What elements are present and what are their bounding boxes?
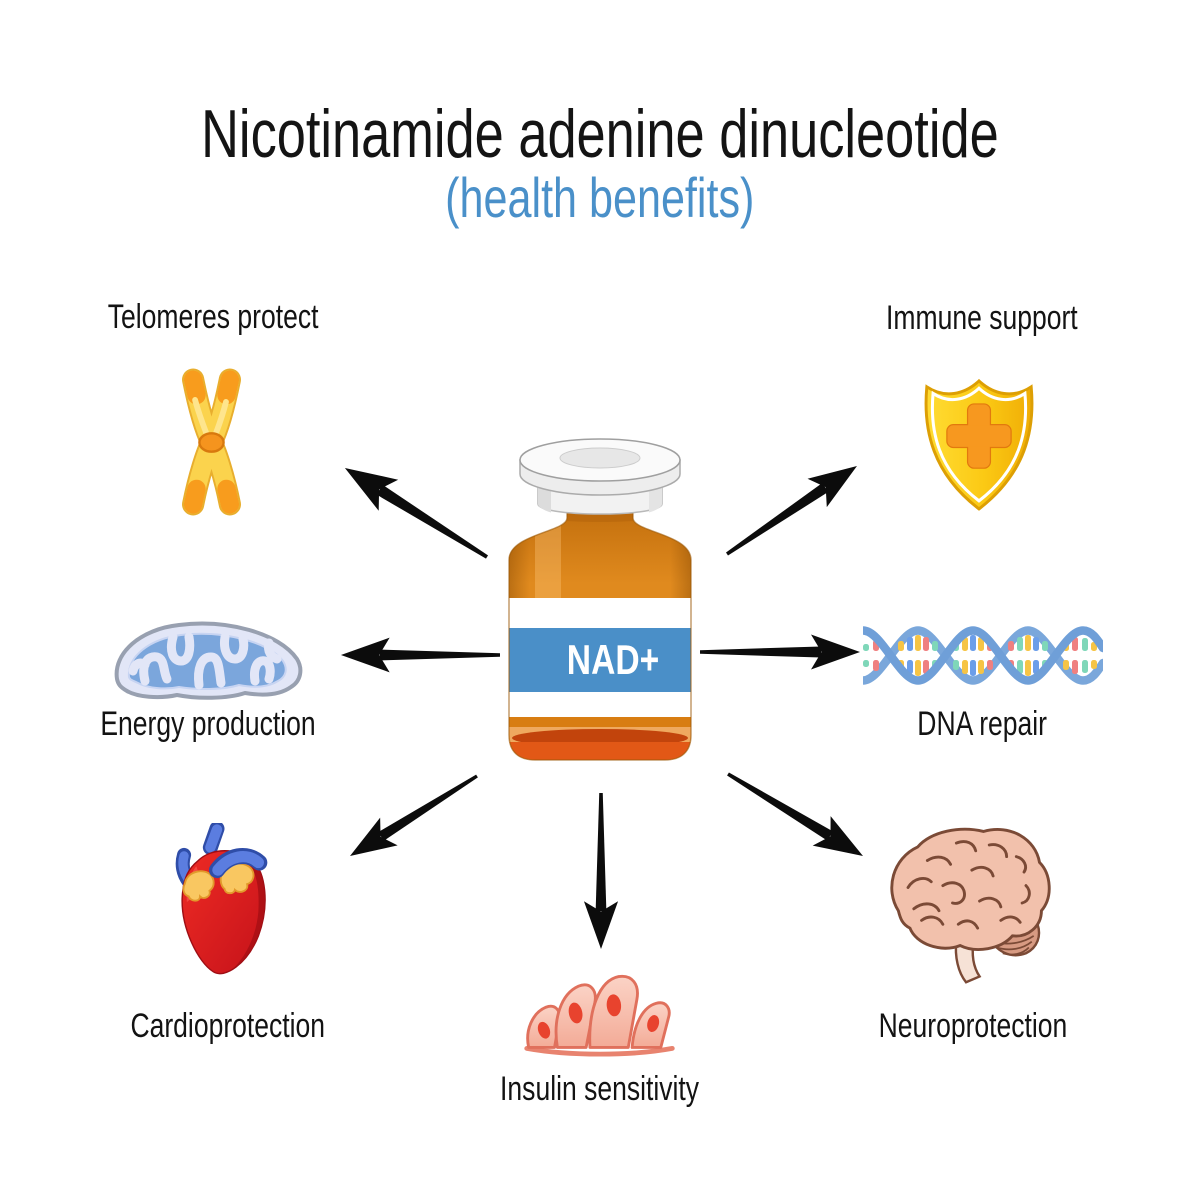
benefit-label-dna: DNA repair — [917, 705, 1047, 743]
arrow-upper-left — [335, 452, 497, 573]
benefit-label-cardio: Cardioprotection — [130, 1007, 326, 1045]
brain-icon — [890, 827, 1051, 984]
cerebrum — [890, 827, 1051, 951]
page-subtitle: (health benefits) — [0, 168, 1200, 228]
dna-helix-icon — [863, 626, 1103, 685]
nad-vial-illustration: NAD+ — [508, 438, 692, 761]
arrow-lower-right — [719, 759, 872, 871]
arrow-down — [583, 793, 619, 949]
benefit-label-energy: Energy production — [100, 705, 316, 743]
pancreatic-islet-icon — [524, 974, 675, 1057]
shield-cross-icon — [924, 378, 1034, 511]
page-subtitle-text: (health benefits) — [445, 166, 755, 229]
arrow-lower-left — [341, 762, 486, 870]
vial-cap — [519, 438, 681, 515]
vial-label-band — [509, 628, 691, 692]
arrow-right — [700, 634, 860, 670]
chromosome-icon — [182, 368, 241, 516]
page-title: Nicotinamide adenine dinucleotide — [0, 98, 1200, 170]
benefit-label-immune: Immune support — [886, 299, 1078, 337]
benefit-label-insulin: Insulin sensitivity — [500, 1070, 700, 1108]
benefit-label-telomeres: Telomeres protect — [107, 298, 319, 336]
vial-label: NAD+ — [567, 638, 659, 684]
benefit-label-neuro: Neuroprotection — [878, 1007, 1068, 1045]
heart-icon — [175, 823, 268, 975]
page-title-text: Nicotinamide adenine dinucleotide — [201, 96, 999, 172]
arrow-upper-right — [717, 451, 867, 569]
mitochondria-icon — [114, 621, 303, 700]
vial-glass-body — [509, 510, 691, 760]
arrow-left — [340, 637, 500, 673]
medical-cross-icon — [946, 403, 1012, 469]
